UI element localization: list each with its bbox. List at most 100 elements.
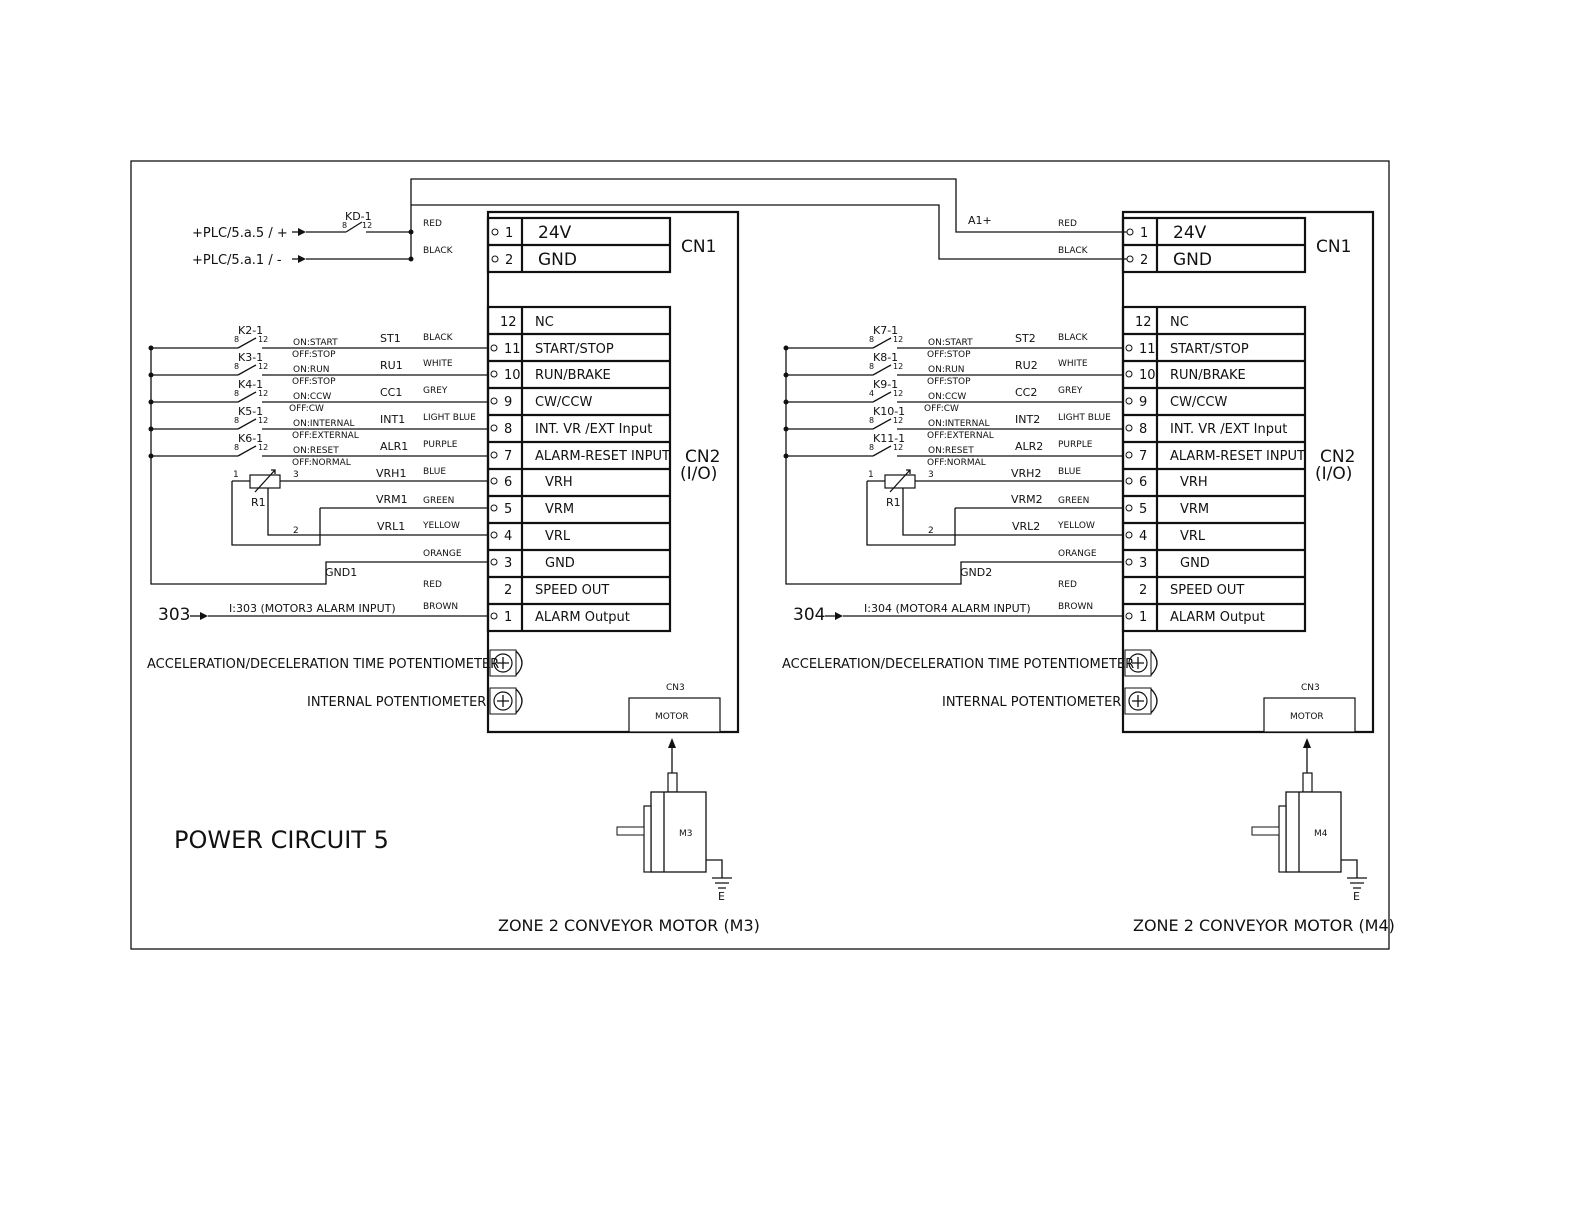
- terminal-9: [1125, 397, 1133, 405]
- motor-endcap: [1278, 805, 1287, 873]
- terminal-7: [490, 451, 498, 459]
- plc-positive-label: +PLC/5.a.5 / +: [192, 226, 288, 241]
- cn2-name-9: CW/CCW: [535, 395, 592, 410]
- switch-on-state: ON:CCW: [293, 392, 331, 402]
- cn1-grid: [1123, 218, 1305, 272]
- signal-label: INT2: [1015, 413, 1040, 426]
- switch-on-state: ON:RUN: [293, 365, 329, 375]
- switch-on-state: ON:START: [293, 338, 338, 348]
- terminal-7: [1125, 451, 1133, 459]
- cn2-pin-8: 8: [504, 422, 512, 437]
- cn2-label: CN2: [685, 447, 720, 467]
- relay-label: K7-1: [873, 324, 898, 337]
- relay-pin-b: 12: [258, 443, 268, 452]
- terminal-10: [1125, 370, 1133, 378]
- relay-label: K6-1: [238, 432, 263, 445]
- wire-color-red: RED: [1058, 580, 1077, 590]
- cn1-name-2: GND: [1173, 250, 1212, 270]
- switch-on-state: ON:CCW: [928, 392, 966, 402]
- relay-label: K11-1: [873, 432, 905, 445]
- relay-wire: [151, 337, 488, 349]
- relay-pin-b: 12: [258, 335, 268, 344]
- relay-wire: [786, 445, 1123, 457]
- cn2-pin-2: 2: [1139, 583, 1147, 598]
- signal-label: RU1: [380, 359, 403, 372]
- cn2-name-8: INT. VR /EXT Input: [535, 422, 652, 437]
- alarm-arrow-head: [835, 612, 843, 620]
- signal-label: ALR1: [380, 440, 408, 453]
- knob-bracket: [515, 650, 523, 676]
- cn2-pin-2: 2: [504, 583, 512, 598]
- pot-pin-2: 2: [293, 526, 299, 536]
- wire-color-white: WHITE: [1058, 359, 1088, 369]
- motor-cable-arrow: [668, 738, 676, 748]
- pot-pin-1: 1: [868, 470, 874, 480]
- wire-color-light-blue: LIGHT BLUE: [1058, 413, 1111, 423]
- relay-pin-b: 12: [258, 362, 268, 371]
- cn2-pin-6: 6: [504, 475, 512, 490]
- wire-color-green: GREEN: [423, 496, 454, 506]
- knob-cross: [497, 695, 509, 707]
- knob-cross: [1132, 657, 1144, 669]
- internal-pot-label: INTERNAL POTENTIOMETER: [942, 695, 1121, 710]
- switch-on-state: ON:RESET: [928, 446, 974, 456]
- wire-color-yellow: YELLOW: [1057, 521, 1095, 531]
- cn3-motor-label: MOTOR: [655, 712, 689, 722]
- vrm-wire: [902, 488, 1123, 536]
- relay-label: K10-1: [873, 405, 905, 418]
- wire-color-brown: BROWN: [1058, 602, 1093, 612]
- relay-label: K8-1: [873, 351, 898, 364]
- signal-label: CC2: [1015, 386, 1037, 399]
- wire-color-white: WHITE: [423, 359, 453, 369]
- motor-shaft-top: [667, 772, 678, 793]
- relay-pin-a: 8: [234, 362, 239, 371]
- pot-pin-2: 2: [928, 526, 934, 536]
- cn2-io-label: (I/O): [1315, 464, 1352, 484]
- cn1-name-2: GND: [538, 250, 577, 270]
- relay-pin-a: 4: [869, 389, 874, 398]
- terminal-3: [1125, 558, 1133, 566]
- cn2-pin-11: 11: [1139, 342, 1156, 357]
- cn2-pin-4: 4: [504, 529, 512, 544]
- cn1-label: CN1: [681, 237, 716, 257]
- switch-off-state: OFF:NORMAL: [292, 458, 351, 468]
- drawing-title: POWER CIRCUIT 5: [174, 826, 389, 854]
- cn2-name-5: VRM: [1180, 502, 1209, 517]
- pot-pin-3: 3: [293, 470, 299, 480]
- kd1-pin-a: 8: [342, 221, 347, 230]
- wire-color-orange: ORANGE: [1058, 549, 1097, 559]
- vrl-wire: [866, 480, 1123, 546]
- relay-label: K4-1: [238, 378, 263, 391]
- terminal-6: [1125, 477, 1133, 485]
- cn2-label: CN2: [1320, 447, 1355, 467]
- terminal-5: [1125, 504, 1133, 512]
- terminal-4: [490, 531, 498, 539]
- kd1-pin-b: 12: [362, 221, 372, 230]
- relay-pin-b: 12: [893, 443, 903, 452]
- signal-label: INT1: [380, 413, 405, 426]
- driver-feed-bus: [410, 178, 1131, 260]
- switch-on-state: ON:INTERNAL: [928, 419, 990, 429]
- zone-motor-title: ZONE 2 CONVEYOR MOTOR (M4): [1133, 916, 1395, 935]
- wire-color-brown: BROWN: [423, 602, 458, 612]
- motor-assembly: M4E: [1251, 738, 1367, 903]
- cn2-name-10: RUN/BRAKE: [1170, 368, 1246, 383]
- cn3-box: [628, 697, 721, 733]
- relay-label: K3-1: [238, 351, 263, 364]
- cn2-pin-7: 7: [504, 449, 512, 464]
- motor-shaft: [1251, 826, 1280, 836]
- terminal-10: [490, 370, 498, 378]
- cn2-name-11: START/STOP: [535, 342, 614, 357]
- cn2-pin-1: 1: [1139, 610, 1147, 625]
- terminal-1: [1125, 612, 1133, 620]
- earth-symbol: [706, 859, 732, 889]
- alarm-arrow-head: [200, 612, 208, 620]
- relay-wire: [151, 445, 488, 457]
- cn2-pin-11: 11: [504, 342, 521, 357]
- wire-color-yellow: YELLOW: [422, 521, 460, 531]
